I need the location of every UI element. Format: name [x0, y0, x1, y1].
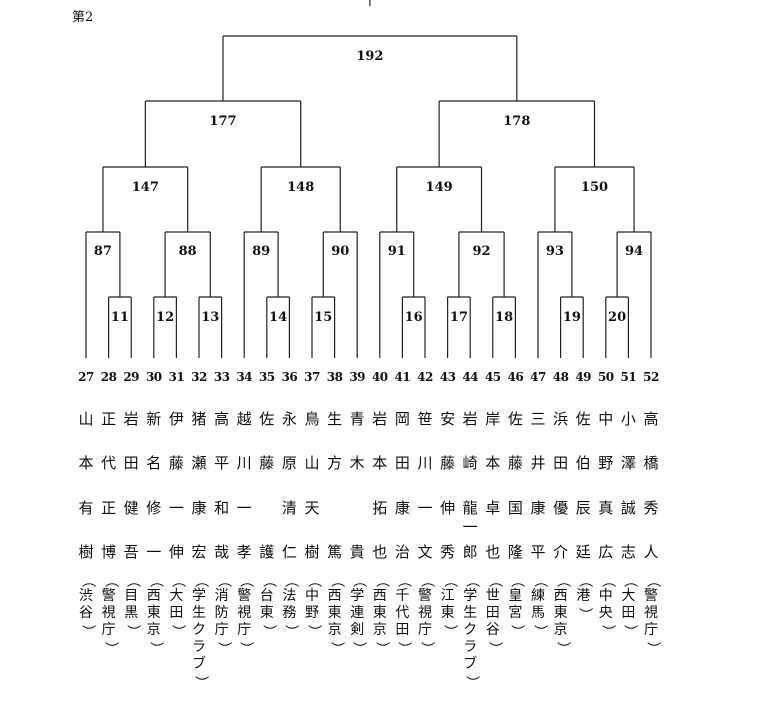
entrant-affiliation: （港）: [576, 573, 593, 622]
entrant-affiliation: （学生クラブ）: [192, 573, 209, 690]
match-number: 94: [625, 244, 644, 259]
entrant-affiliation: （江東）: [440, 573, 458, 639]
entrant-number: 37: [304, 370, 320, 384]
entrant-affiliation: （台東）: [259, 573, 277, 639]
entrant-number: 51: [620, 370, 637, 384]
entrant-affiliation: （大田）: [169, 573, 186, 639]
entrant-affiliation: （渋谷）: [79, 573, 96, 639]
entrant-number: 33: [213, 370, 230, 384]
entrant-affiliation: （西東京）: [146, 573, 164, 656]
entrant-affiliation: （中央）: [598, 573, 616, 639]
entrant-affiliation: （警視庁）: [101, 573, 119, 656]
entrant-affiliation: （消防庁）: [214, 573, 232, 656]
match-number: 150: [580, 180, 609, 195]
match-number: 87: [93, 244, 112, 259]
entrant-affiliation: （学生クラブ）: [463, 573, 480, 690]
match-number: 148: [287, 180, 315, 195]
entrant-affiliation: （警視庁）: [237, 573, 254, 656]
entrant-affiliation: （目黒）: [124, 573, 141, 639]
entrant-affiliation: （法務）: [282, 573, 299, 639]
match-number: 147: [131, 180, 159, 195]
entrant-number: 39: [349, 370, 366, 384]
match-number: 11: [110, 310, 129, 325]
entrant-number: 47: [530, 370, 546, 384]
entrant-affiliation: （西東京）: [372, 573, 390, 656]
entrant-affiliation: （警視庁）: [644, 573, 661, 656]
entrant-number: 40: [371, 370, 388, 384]
match-number: 92: [472, 244, 491, 259]
match-number: 177: [209, 114, 237, 129]
match-number: 178: [503, 114, 531, 129]
page-label: 第2: [72, 10, 94, 25]
match-number: 17: [449, 310, 468, 325]
match-number: 89: [252, 244, 271, 259]
entrant-number: 49: [575, 370, 592, 384]
entrant-number: 36: [281, 370, 298, 384]
entrant-number: 27: [78, 370, 94, 384]
entrant-number: 45: [484, 370, 501, 384]
entrant-number: 46: [507, 370, 524, 384]
entrant-affiliation: （大田）: [621, 573, 638, 639]
entrant-number: 28: [100, 370, 117, 384]
match-number: 192: [356, 49, 384, 64]
entrant-number: 32: [191, 370, 207, 384]
match-number: 88: [178, 244, 197, 259]
match-number: 93: [545, 244, 564, 259]
match-number: 19: [562, 310, 581, 325]
entrant-number: 48: [552, 370, 569, 384]
match-number: 16: [404, 310, 423, 325]
entrant-number: 44: [462, 370, 479, 384]
entrant-number: 38: [326, 370, 343, 384]
entrant-number: 52: [643, 370, 659, 384]
entrant-number: 41: [394, 370, 411, 384]
match-number: 90: [331, 244, 350, 259]
entrant-affiliation: （皇宮）: [508, 573, 525, 639]
match-number: 12: [156, 310, 175, 325]
match-number: 15: [314, 310, 333, 325]
entrant-affiliation: （西東京）: [553, 573, 571, 656]
entrant-affiliation: （西東京）: [327, 573, 345, 656]
entrant-affiliation: （警視庁）: [418, 573, 435, 656]
entrant-number: 50: [597, 370, 614, 384]
entrant-affiliation: （学連剣）: [350, 573, 367, 656]
entrant-affiliation: （練馬）: [531, 573, 548, 639]
match-number: 13: [201, 310, 220, 325]
entrant-number: 42: [417, 370, 433, 384]
match-number: 14: [269, 310, 288, 325]
entrant-number: 30: [145, 370, 162, 384]
match-number: 149: [425, 180, 453, 195]
entrant-affiliation: （中野）: [305, 573, 322, 639]
match-number: 18: [495, 310, 514, 325]
entrant-number: 29: [123, 370, 140, 384]
match-number: 91: [387, 244, 406, 259]
match-number: 20: [608, 310, 627, 325]
entrant-number: 43: [439, 370, 456, 384]
entrant-affiliation: （千代田）: [395, 573, 412, 656]
entrant-number: 34: [236, 370, 253, 384]
entrant-affiliation: （世田谷）: [485, 573, 503, 656]
entrant-number: 35: [258, 370, 275, 384]
entrant-number: 31: [168, 370, 185, 384]
